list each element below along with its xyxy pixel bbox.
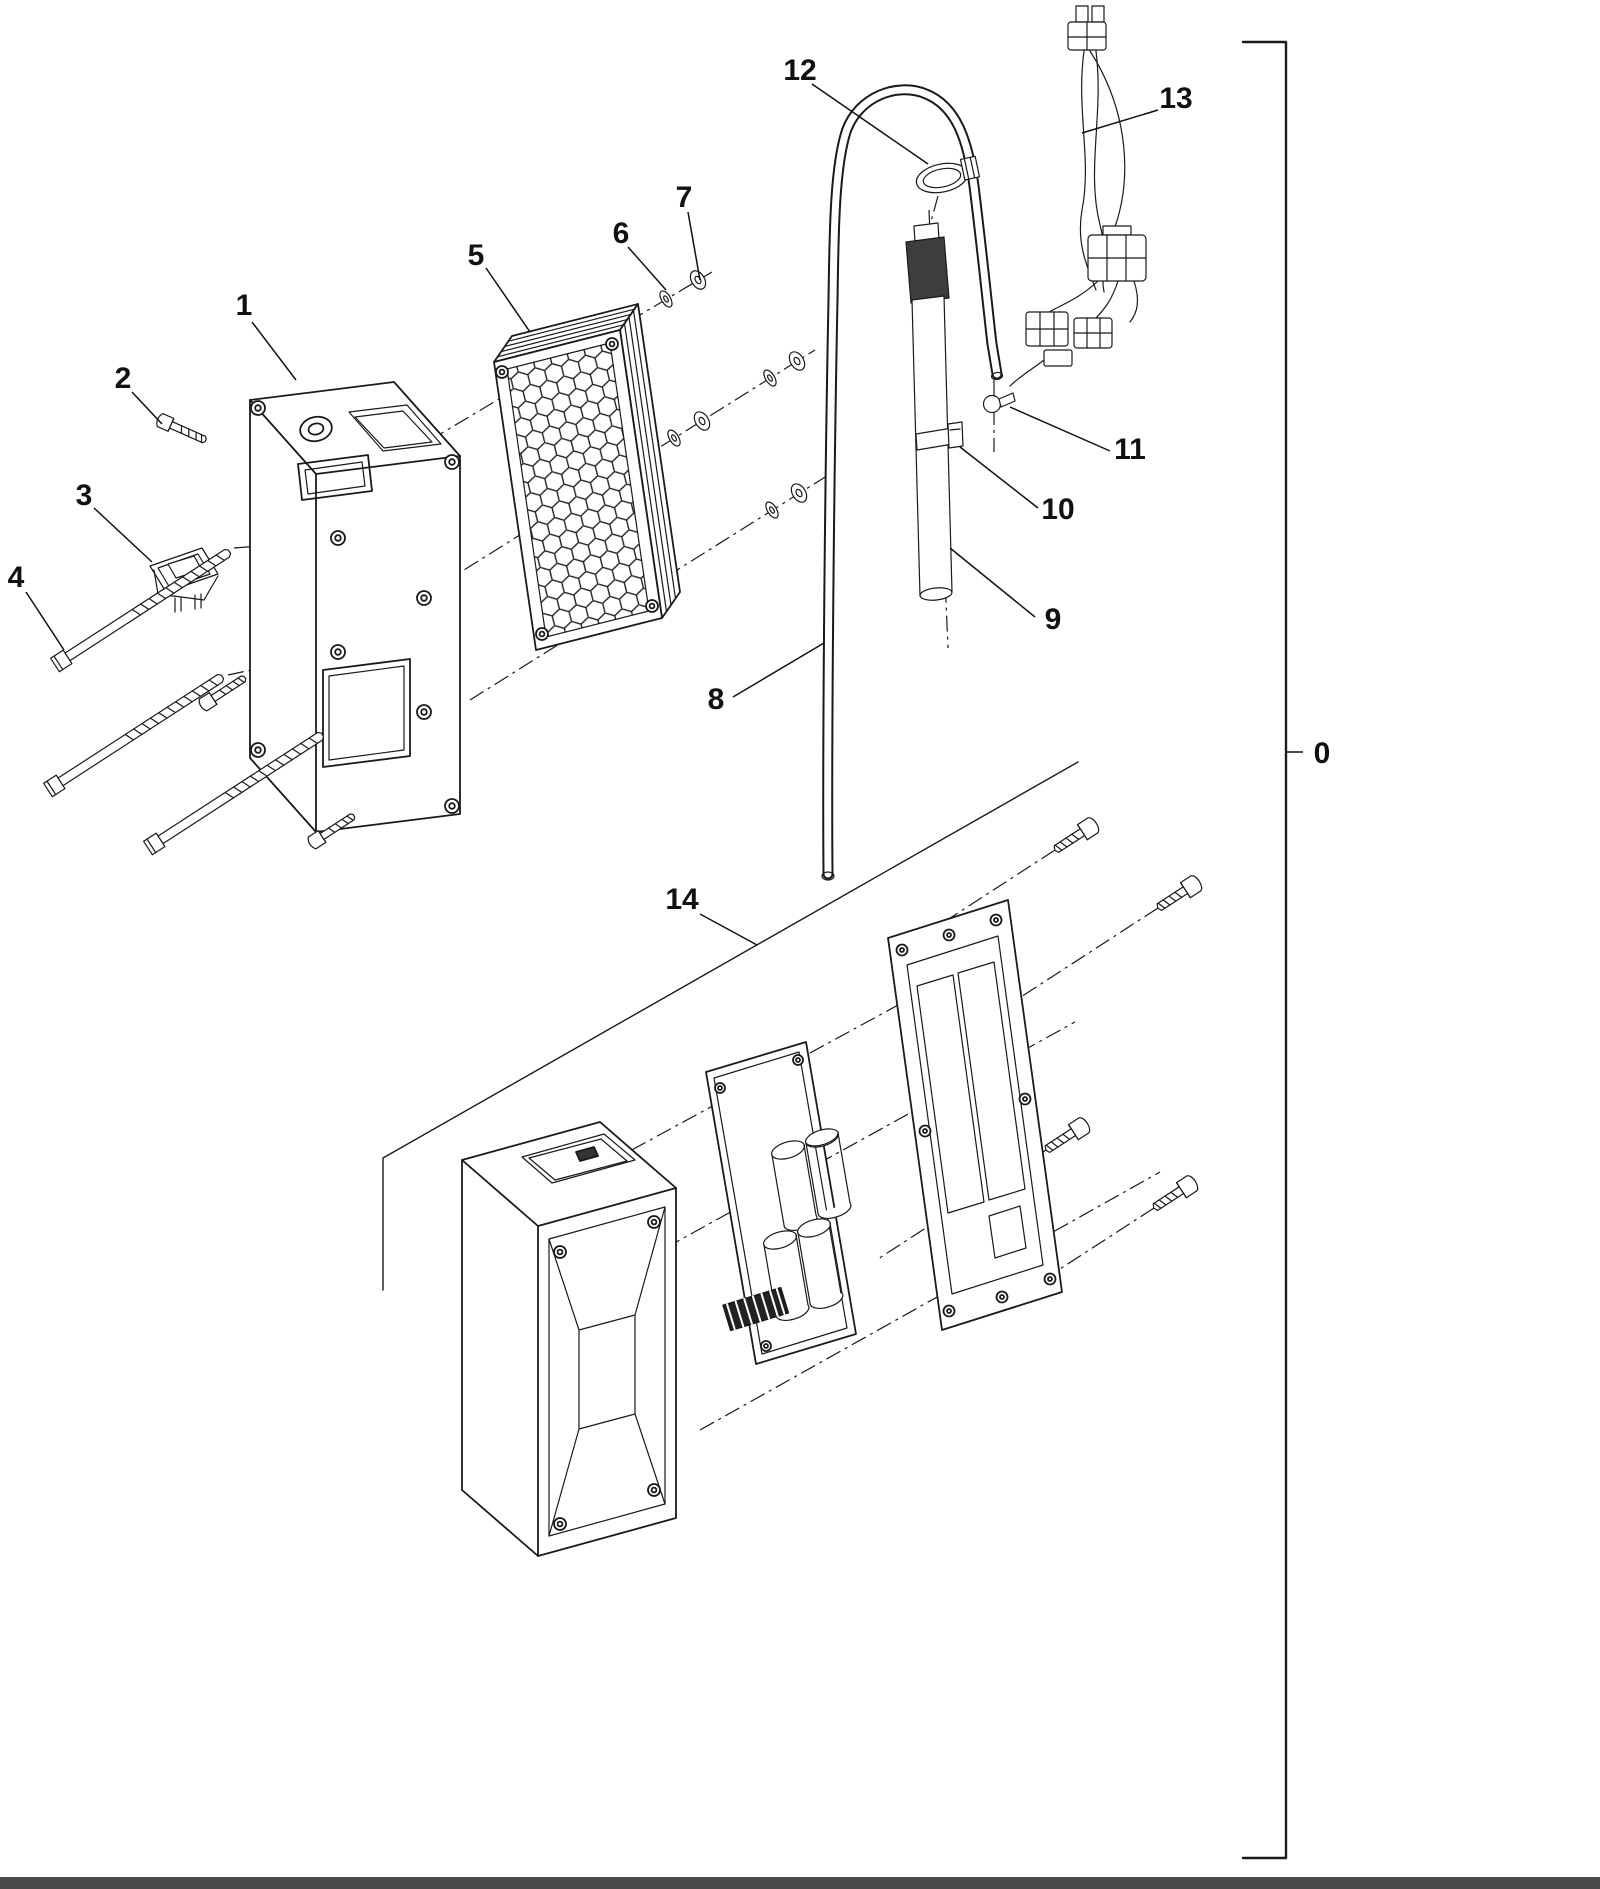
- callout-8-label: 8: [708, 683, 725, 716]
- callout-10-label: 10: [1041, 493, 1074, 526]
- callout-11-label: 11: [1114, 433, 1146, 466]
- tray-box: [461, 1121, 677, 1557]
- part-3-rocker-switch: [149, 547, 219, 613]
- callout-14-label: 14: [665, 883, 699, 916]
- mounting-screws: [1040, 815, 1205, 1217]
- callout-4-label: 4: [8, 561, 25, 594]
- center-lines-lower: [605, 849, 1161, 1431]
- callouts: 0 1 2 3 4 5 6 7 8 9 10 11 12 13 14: [8, 54, 1331, 916]
- part-13-wire-harness: [1009, 5, 1147, 387]
- callout-9-label: 9: [1045, 603, 1062, 636]
- part-11-clip: [982, 392, 1016, 414]
- callout-1-label: 1: [236, 289, 253, 322]
- callout-12-label: 12: [783, 54, 816, 87]
- part-0-assembly-bracket: [1241, 40, 1303, 1860]
- callout-0-label: 0: [1314, 737, 1331, 770]
- leader-lines: [25, 83, 1159, 946]
- callout-3-label: 3: [76, 479, 93, 512]
- part-14-group: [382, 761, 1205, 1557]
- gasket-plate: [887, 899, 1063, 1331]
- page-edge-strip: [0, 1877, 1600, 1889]
- part-12-hose-clamp: [915, 155, 981, 194]
- group-boundary: [382, 761, 1079, 1291]
- terminal-comb: [722, 1286, 790, 1332]
- part-5-vent-panel: [493, 303, 681, 651]
- callout-13-label: 13: [1159, 82, 1192, 115]
- part-8-hose: [821, 84, 1004, 881]
- callout-7-label: 7: [676, 181, 693, 214]
- part-10-clamp: [915, 421, 964, 451]
- part-6-7-washers-nuts: [659, 270, 808, 519]
- battery-board: [705, 1041, 857, 1365]
- callout-5-label: 5: [468, 239, 485, 272]
- part-9-tube: [905, 222, 953, 601]
- callout-2-label: 2: [115, 362, 132, 395]
- callout-6-label: 6: [613, 217, 630, 250]
